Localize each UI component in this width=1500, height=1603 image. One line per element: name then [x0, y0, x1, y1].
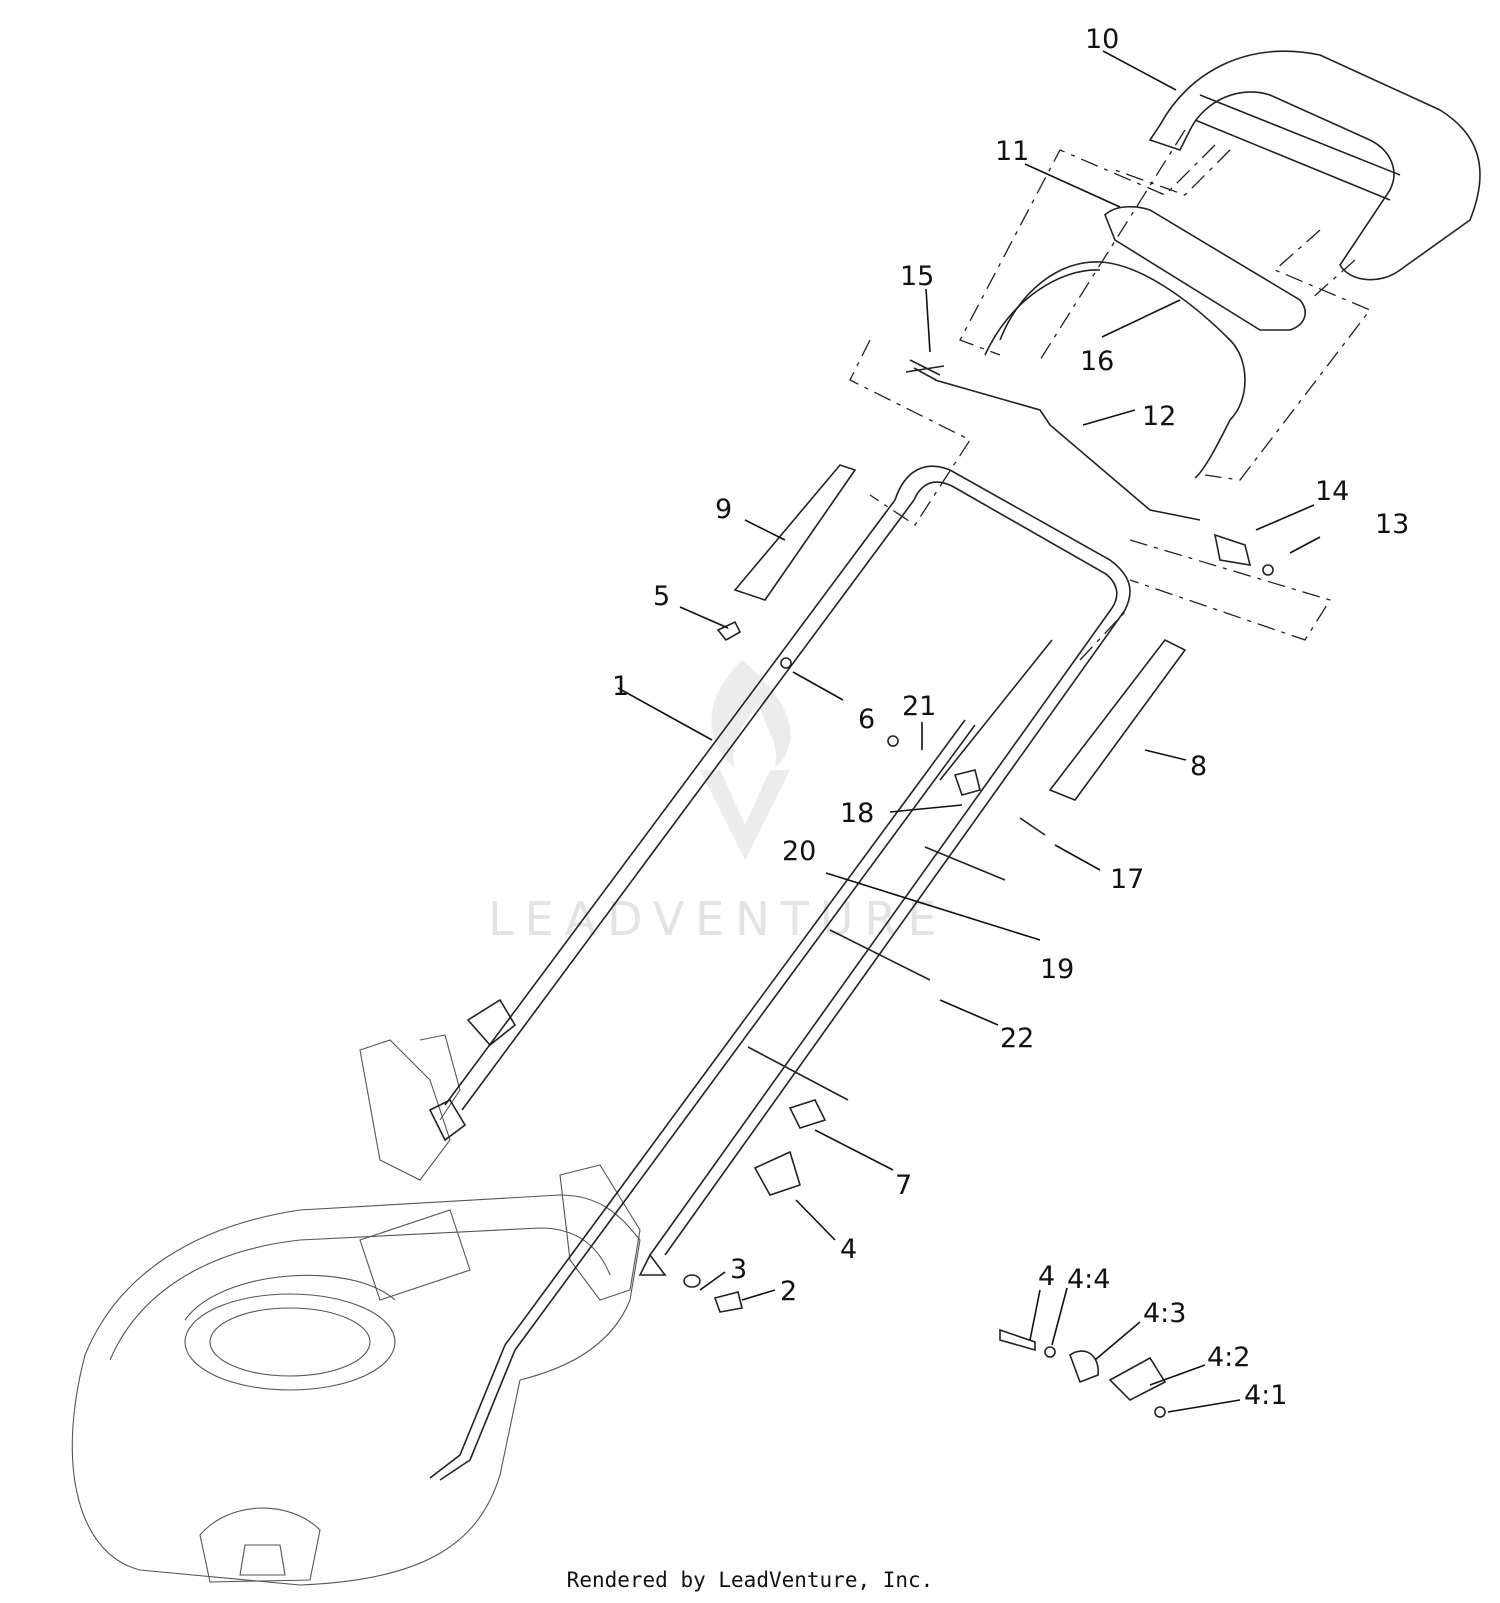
dashed-assembly-lines: [849, 129, 1372, 661]
callout-7: 7: [895, 1170, 912, 1201]
callout-10: 10: [1085, 24, 1119, 55]
callout-4-exploded: 4: [1038, 1261, 1055, 1292]
leader-lines: [617, 50, 1321, 1413]
callout-4-2: 4:2: [1207, 1342, 1250, 1373]
callout-3: 3: [730, 1254, 747, 1285]
mower-deck: [71, 1034, 641, 1586]
watermark-v-icon: [700, 770, 790, 860]
callout-17: 17: [1110, 864, 1144, 895]
callout-13: 13: [1375, 509, 1409, 540]
callout-11: 11: [995, 136, 1029, 167]
callout-2: 2: [780, 1276, 797, 1307]
callout-4-4: 4:4: [1067, 1264, 1110, 1295]
handle-grip-10: [1148, 50, 1481, 281]
callout-4: 4: [840, 1234, 857, 1265]
lower-handle-left: [428, 499, 915, 1142]
spring-15: [905, 359, 945, 381]
callout-15: 15: [900, 261, 934, 292]
callout-1: 1: [612, 671, 629, 702]
watermark-text: LEADVENTURE: [488, 892, 948, 946]
cord-guide-9: [733, 464, 857, 601]
callout-4-3: 4:3: [1143, 1298, 1186, 1329]
callout-5: 5: [653, 581, 670, 612]
bushing-14: [1213, 533, 1274, 576]
watermark: LEADVENTURE: [488, 660, 948, 946]
callout-6: 6: [858, 704, 875, 735]
callout-22: 22: [1000, 1023, 1034, 1054]
callout-16: 16: [1080, 346, 1114, 377]
control-cables: [429, 639, 1053, 1481]
upper-handle: [638, 465, 1131, 1276]
callout-21: 21: [902, 691, 936, 722]
cord-guide-8: [1048, 638, 1187, 801]
callout-8: 8: [1190, 751, 1207, 782]
callout-4-1: 4:1: [1244, 1380, 1287, 1411]
watermark-flame-icon: [711, 660, 791, 768]
callout-19: 19: [1040, 954, 1074, 985]
callout-20: 20: [782, 836, 816, 867]
cable-12: [934, 379, 1201, 521]
callout-9: 9: [715, 494, 732, 525]
bail-16: [984, 261, 1246, 479]
callout-18: 18: [840, 798, 874, 829]
callout-12: 12: [1142, 401, 1176, 432]
small-parts: [683, 620, 1046, 1313]
callouts: 1 2 3 4 4 4:1 4:2 4:3 4:4 5 6 7 8 9 10 1…: [612, 24, 1409, 1411]
callout-14: 14: [1315, 476, 1349, 507]
knob-assembly-4-exploded: [999, 1328, 1167, 1418]
foam-grip-11: [1104, 205, 1306, 331]
render-credit: Rendered by LeadVenture, Inc.: [566, 1568, 934, 1592]
